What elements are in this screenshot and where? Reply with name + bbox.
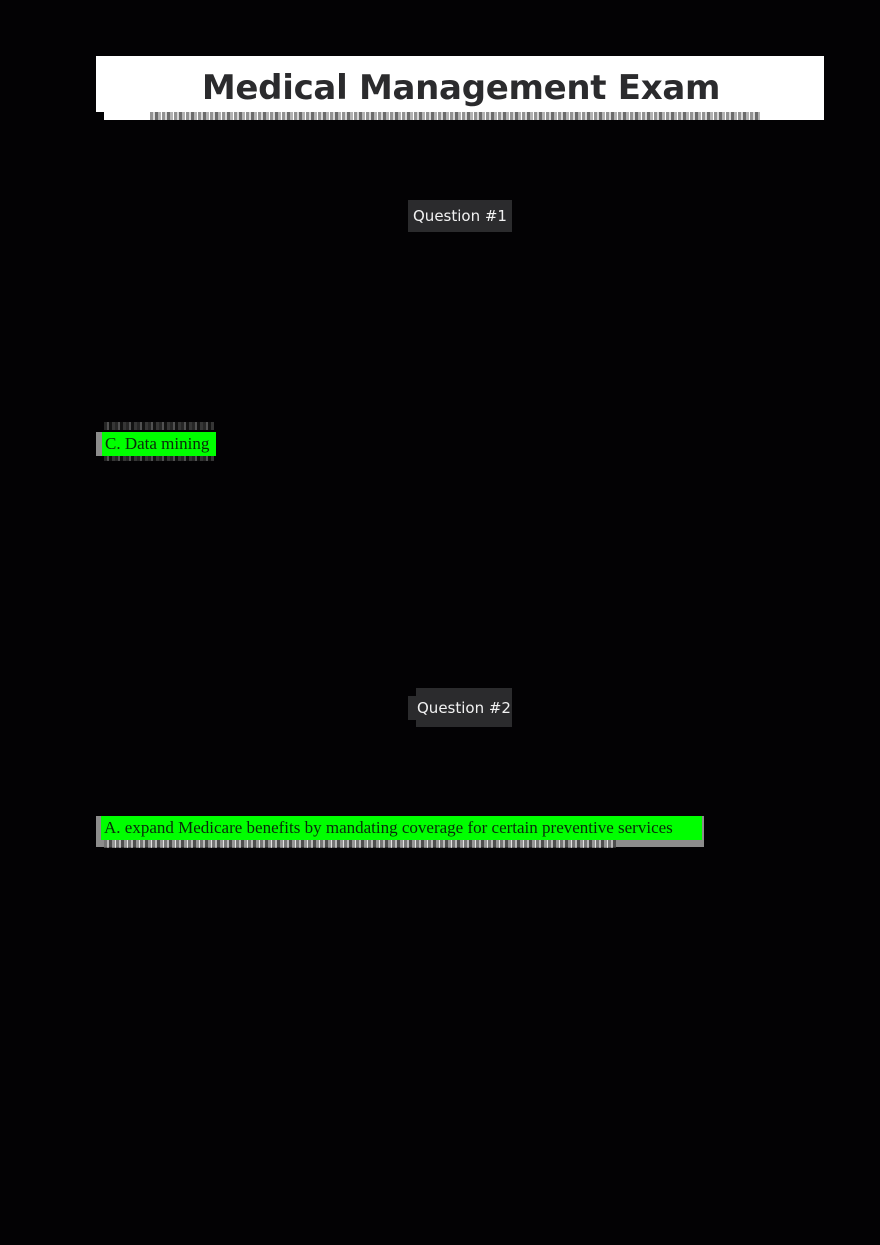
- obscured-option-below-1: [104, 456, 214, 461]
- question-1-badge: Question #1: [408, 200, 512, 232]
- question-2-correct-answer: A. expand Medicare benefits by mandating…: [96, 816, 704, 847]
- obscured-option-above-1: [104, 422, 214, 430]
- question-2-label: Question #2: [417, 698, 511, 717]
- highlight-edge: [96, 432, 104, 456]
- page-title: Medical Management Exam: [201, 68, 721, 108]
- obscured-option-below-2: [104, 840, 616, 848]
- question-2-badge-notch: [408, 696, 418, 720]
- obscured-subtitle-line: [150, 112, 760, 120]
- title-box: [96, 56, 824, 112]
- question-1-answer-text: C. Data mining: [102, 432, 216, 456]
- question-1-correct-answer: C. Data mining: [96, 432, 216, 456]
- question-2-answer-text: A. expand Medicare benefits by mandating…: [101, 816, 702, 840]
- question-2-badge: Question #2: [416, 688, 512, 727]
- question-1-label: Question #1: [413, 207, 507, 225]
